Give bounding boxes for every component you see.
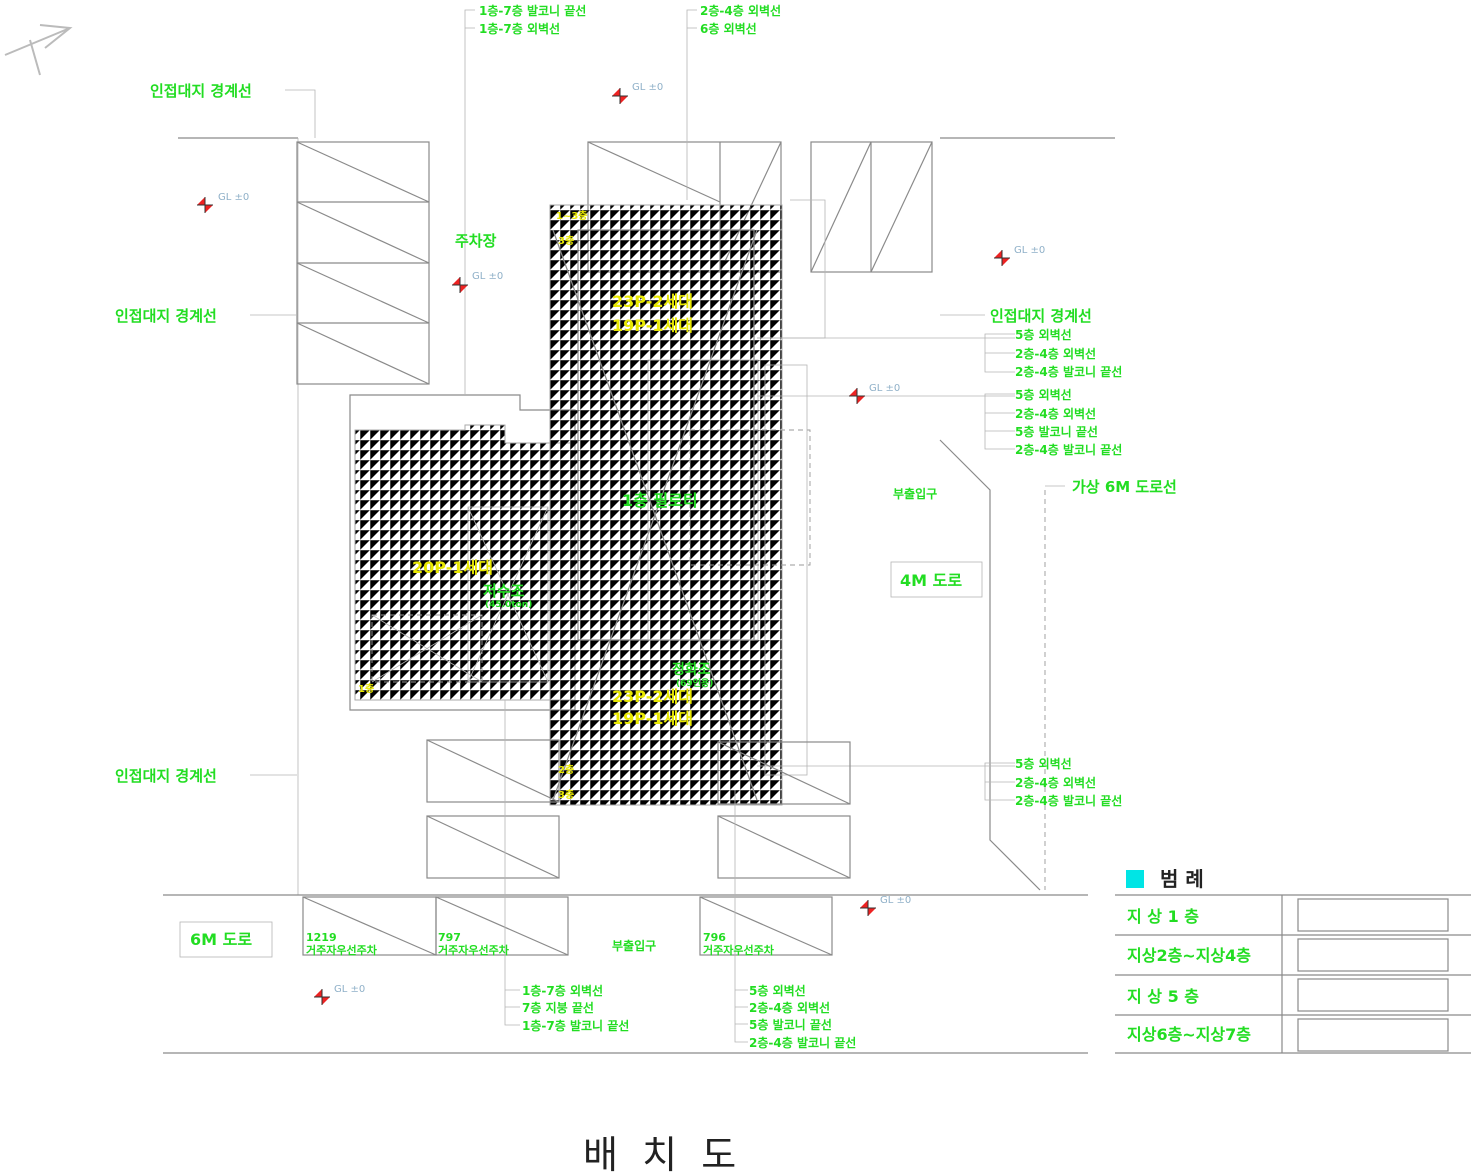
legend-color-swatch	[1126, 870, 1144, 888]
legend-row: 지상6층~지상7층	[1127, 1025, 1251, 1044]
floor-tag: 2층	[558, 763, 574, 776]
unit-label: 23P-2세대	[612, 687, 693, 706]
unit-label: 19P-1세대	[612, 316, 693, 335]
svg-text:2층-4층 발코니 끝선: 2층-4층 발코니 끝선	[1015, 442, 1122, 457]
leader-lines	[250, 9, 1065, 1043]
svg-text:2층-4층 발코니 끝선: 2층-4층 발코니 끝선	[1015, 793, 1122, 808]
svg-text:1층-7층 외벽선: 1층-7층 외벽선	[522, 983, 603, 998]
bottom-parking	[426, 739, 851, 879]
legend-row: 지 상 1 층	[1127, 907, 1199, 926]
gl-label: GL ±0	[1014, 245, 1045, 256]
gl-label: GL ±0	[218, 192, 249, 203]
svg-text:2층-4층 외벽선: 2층-4층 외벽선	[749, 1000, 830, 1015]
svg-text:796: 796	[703, 931, 726, 944]
center-building-block	[549, 199, 1015, 806]
gl-label: GL ±0	[880, 895, 911, 906]
legend: 범 례 지 상 1 층 지상2층~지상4층 지 상 5 층 지상6층~지상7층	[1115, 867, 1471, 1054]
tank-label: 저수조	[483, 582, 525, 600]
svg-text:797: 797	[438, 931, 461, 944]
gl-label: GL ±0	[632, 82, 663, 93]
road-parking	[302, 896, 833, 956]
road-6m: 6M 도로	[179, 921, 273, 958]
parking-slot-labels: 1219 거주자우선주차 797 거주자우선주차 796 거주자우선주차	[306, 931, 775, 957]
svg-text:1층-7층 발코니 끝선: 1층-7층 발코니 끝선	[479, 3, 586, 18]
page-title: 배 치 도	[583, 1133, 736, 1176]
unit-labels: 23P-2세대 19P-1세대 20P-1세대 23P-2세대 19P-1세대 …	[358, 209, 693, 801]
site-boundary-lines	[163, 137, 1115, 1054]
parking-label: 주차장	[455, 232, 497, 250]
adjacent-boundary-label: 인접대지 경계선	[990, 307, 1092, 325]
svg-text:1층-7층 외벽선: 1층-7층 외벽선	[479, 21, 560, 36]
floor-tag: 1~3층	[556, 209, 588, 222]
svg-text:1층-7층 발코니 끝선: 1층-7층 발코니 끝선	[522, 1018, 629, 1033]
gl-label: GL ±0	[472, 271, 503, 282]
svg-text:거주자우선주차: 거주자우선주차	[306, 943, 378, 957]
virtual-road-label: 가상 6M 도로선	[1072, 478, 1177, 496]
svg-text:1219: 1219	[306, 931, 337, 944]
north-arrow-icon	[4, 24, 73, 76]
svg-text:2층-4층 외벽선: 2층-4층 외벽선	[1015, 406, 1096, 421]
tank-capacity: (45.0ton)	[485, 600, 532, 610]
svg-text:5층 외벽선: 5층 외벽선	[1015, 387, 1072, 402]
svg-text:6층 외벽선: 6층 외벽선	[700, 21, 757, 36]
adjacent-boundary-label: 인접대지 경계선	[115, 307, 217, 325]
svg-text:5층 발코니 끝선: 5층 발코니 끝선	[749, 1017, 832, 1032]
legend-row: 지상2층~지상4층	[1127, 946, 1251, 965]
svg-text:2층-4층 발코니 끝선: 2층-4층 발코니 끝선	[1015, 364, 1122, 379]
septic-capacity: (69인용)	[676, 678, 713, 689]
entrance-label: 부출입구	[612, 938, 656, 953]
svg-text:5층 발코니 끝선: 5층 발코니 끝선	[1015, 424, 1098, 439]
unit-label: 19P-1세대	[612, 709, 693, 728]
gl-markers: GL ±0 GL ±0 GL ±0 GL ±0 GL ±0 GL ±0 GL ±…	[196, 82, 1045, 1006]
svg-text:거주자우선주차: 거주자우선주차	[703, 943, 775, 957]
adjacent-boundary-label: 인접대지 경계선	[150, 82, 252, 100]
piloti-label: 1층 필로티	[622, 491, 698, 510]
gl-label: GL ±0	[869, 383, 900, 394]
floor-tag: 3층	[558, 788, 574, 801]
road-6m-label: 6M 도로	[190, 930, 252, 949]
svg-text:2층-4층 발코니 끝선: 2층-4층 발코니 끝선	[749, 1035, 856, 1050]
left-building-block	[349, 394, 576, 711]
unit-label: 23P-2세대	[612, 292, 693, 311]
svg-text:2층-4층 외벽선: 2층-4층 외벽선	[1015, 346, 1096, 361]
svg-text:5층 외벽선: 5층 외벽선	[1015, 756, 1072, 771]
drawing-labels: 인접대지 경계선 인접대지 경계선 인접대지 경계선 인접대지 경계선 주차장 …	[115, 82, 1177, 953]
svg-text:거주자우선주차: 거주자우선주차	[438, 943, 510, 957]
road-4m: 4M 도로	[890, 561, 983, 598]
svg-text:2층-4층 외벽선: 2층-4층 외벽선	[700, 3, 781, 18]
adjacent-boundary-label: 인접대지 경계선	[115, 767, 217, 785]
floor-tag: 3층	[558, 234, 574, 247]
line-notes: 1층-7층 발코니 끝선 1층-7층 외벽선 2층-4층 외벽선 6층 외벽선 …	[479, 3, 1122, 1050]
svg-text:7층 지붕 끝선: 7층 지붕 끝선	[522, 1000, 594, 1015]
septic-label: 정화조	[672, 661, 711, 678]
entrance-label: 부출입구	[893, 486, 937, 501]
legend-title: 범 례	[1160, 867, 1204, 891]
svg-text:5층 외벽선: 5층 외벽선	[1015, 327, 1072, 342]
svg-text:5층 외벽선: 5층 외벽선	[749, 983, 806, 998]
svg-text:2층-4층 외벽선: 2층-4층 외벽선	[1015, 775, 1096, 790]
unit-label: 20P-1세대	[412, 558, 493, 577]
floor-tag: 1층	[358, 682, 374, 695]
legend-row: 지 상 5 층	[1127, 987, 1199, 1006]
left-parking-stack	[296, 141, 430, 385]
road-4m-label: 4M 도로	[900, 571, 962, 590]
gl-label: GL ±0	[334, 984, 365, 995]
